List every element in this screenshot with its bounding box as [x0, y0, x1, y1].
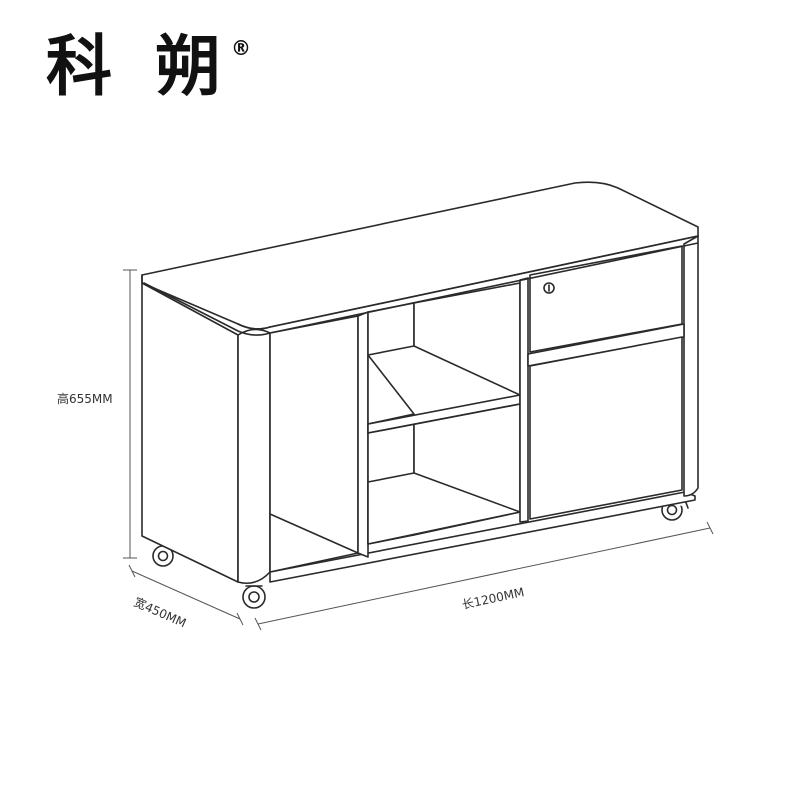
brand-name: 科 朔 [46, 28, 231, 105]
left-front-post [237, 328, 271, 585]
door-front [529, 336, 683, 520]
bottom-board [269, 491, 696, 583]
height-label: 高655MM [57, 391, 113, 406]
width-label: 宽450MM [132, 594, 189, 630]
lock-icon [543, 282, 555, 294]
length-dimension-line [257, 527, 711, 625]
brand-logo: 科 朔® [46, 34, 251, 100]
caster-front-left [242, 585, 266, 609]
width-dimension-line [131, 570, 241, 620]
right-end-panel [683, 235, 699, 497]
registered-mark: ® [230, 36, 251, 60]
partition-right [519, 277, 529, 523]
partition-left [357, 311, 369, 558]
left-side-panel [141, 282, 239, 583]
dimension-lines [123, 269, 714, 631]
divider-rail [527, 323, 685, 367]
length-label: 长1200MM [461, 585, 526, 612]
